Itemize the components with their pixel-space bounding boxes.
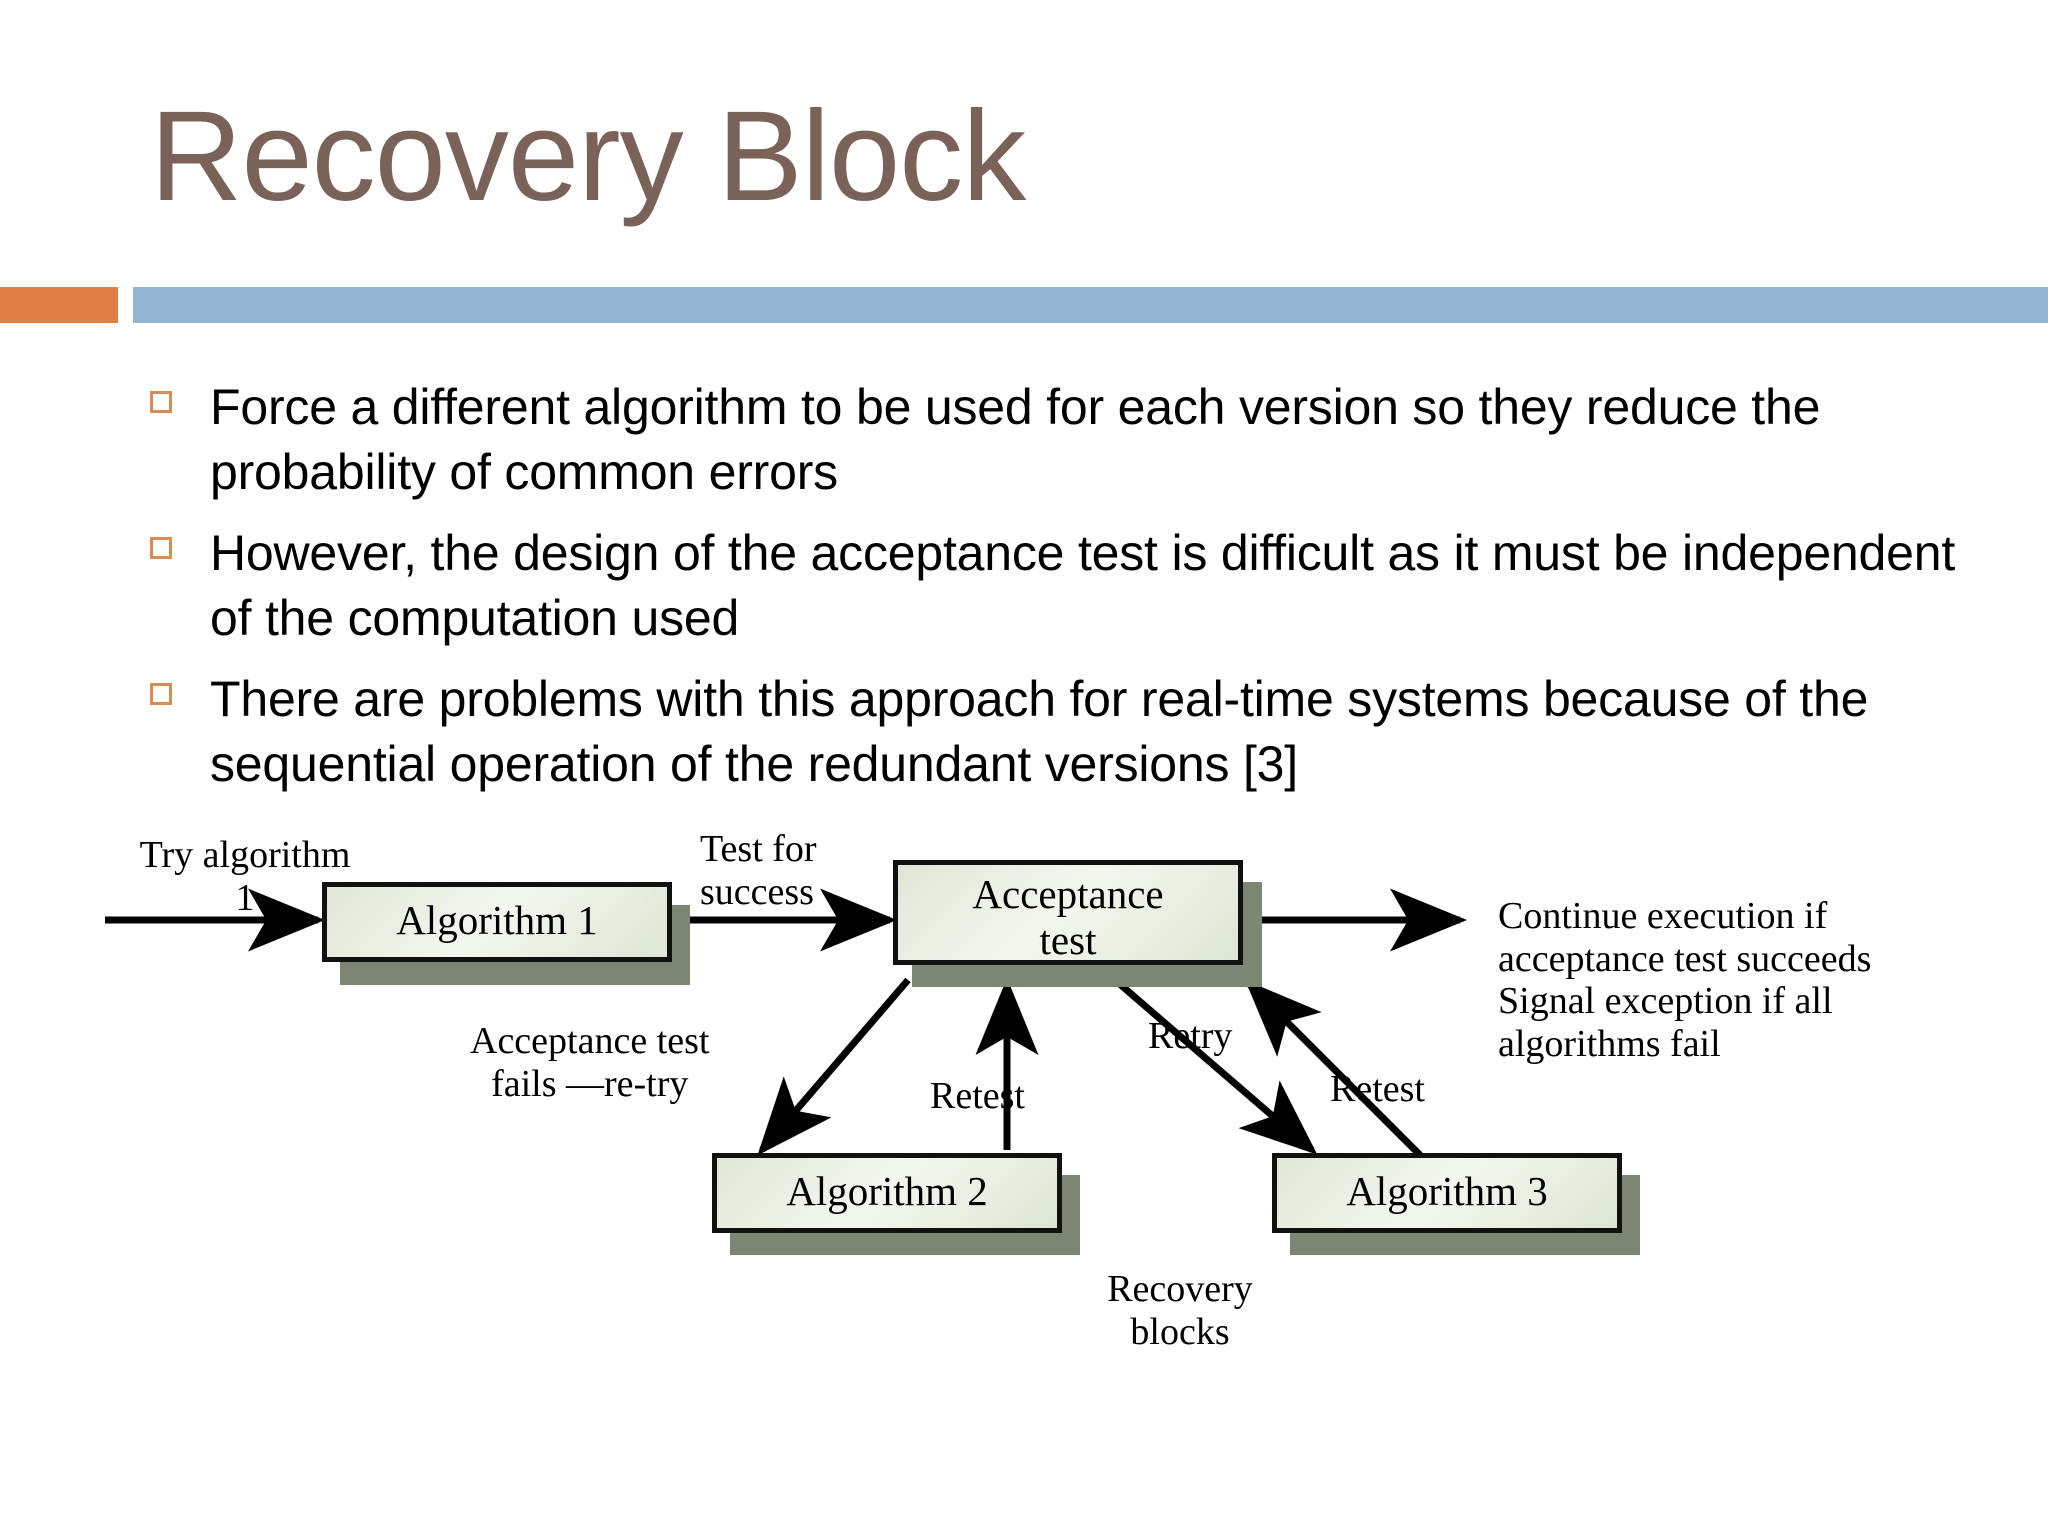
square-bullet-icon bbox=[150, 537, 172, 559]
label-retest-left: Retest bbox=[930, 1075, 1025, 1117]
divider-bar-blue bbox=[133, 287, 2048, 323]
label-recovery-blocks: Recovery blocks bbox=[1107, 1268, 1253, 1353]
arrow-acceptance-to-algorithm3 bbox=[1112, 977, 1318, 1155]
bullet-text: Force a different algorithm to be used f… bbox=[210, 379, 1821, 500]
label-acceptance-test-fails: Acceptance test fails —re-try bbox=[470, 1020, 710, 1105]
label-continue-execution: Continue execution if acceptance test su… bbox=[1498, 895, 1872, 1065]
diagram-connectors bbox=[105, 888, 1467, 1158]
label-try-algorithm-1: Try algorithm 1 bbox=[139, 834, 351, 919]
arrow-acceptance-to-algorithm2 bbox=[757, 977, 911, 1156]
divider-bar-orange bbox=[0, 287, 118, 323]
square-bullet-icon bbox=[150, 683, 172, 705]
label-retry: Retry bbox=[1148, 1015, 1233, 1057]
bullet-text: However, the design of the acceptance te… bbox=[210, 525, 1956, 646]
bullet-text: There are problems with this approach fo… bbox=[210, 671, 1869, 792]
algorithm-3-box[interactable] bbox=[1272, 1153, 1622, 1233]
algorithm-1-box[interactable] bbox=[322, 882, 672, 962]
list-item: There are problems with this approach fo… bbox=[150, 667, 2010, 797]
list-item: Force a different algorithm to be used f… bbox=[150, 375, 2010, 505]
recovery-block-diagram: Algorithm 1 Acceptance test Algorithm 2 … bbox=[0, 820, 2048, 1536]
list-item: However, the design of the acceptance te… bbox=[150, 521, 2010, 651]
square-bullet-icon bbox=[150, 391, 172, 413]
label-test-for-success: Test for success bbox=[700, 828, 817, 913]
page-title: Recovery Block bbox=[150, 85, 1026, 228]
arrow-algorithm3-to-acceptance bbox=[1245, 980, 1423, 1158]
label-retest-right: Retest bbox=[1330, 1068, 1425, 1110]
acceptance-test-box[interactable] bbox=[893, 860, 1243, 965]
algorithm-2-box[interactable] bbox=[712, 1153, 1062, 1233]
bullet-list: Force a different algorithm to be used f… bbox=[150, 375, 2010, 813]
